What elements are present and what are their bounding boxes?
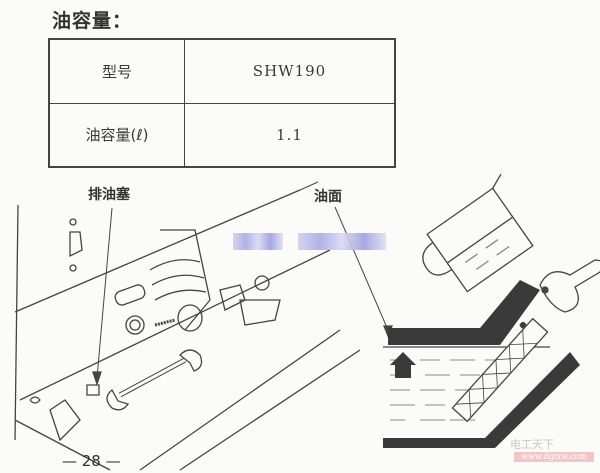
redacted-label-2	[298, 233, 386, 250]
capacity-value: 1.1	[184, 102, 396, 168]
oil-level-callout: 油面	[314, 189, 342, 205]
table-row: 油容量(ℓ) 1.1	[48, 102, 396, 168]
page-number: — 28 —	[62, 452, 121, 470]
watermark-url: www.dgtxw.com	[514, 452, 594, 462]
watermark-text: 电工天下	[510, 438, 554, 451]
redacted-label-1	[233, 233, 283, 250]
model-value: SHW190	[184, 38, 396, 104]
drain-plug-callout: 排油塞	[88, 187, 130, 203]
capacity-label: 油容量(ℓ)	[48, 102, 185, 168]
oil-capacity-table: 型号 SHW190 油容量(ℓ) 1.1	[48, 38, 396, 168]
section-title: 油容量：	[52, 10, 133, 32]
model-label: 型号	[48, 38, 185, 104]
table-row: 型号 SHW190	[48, 38, 396, 104]
